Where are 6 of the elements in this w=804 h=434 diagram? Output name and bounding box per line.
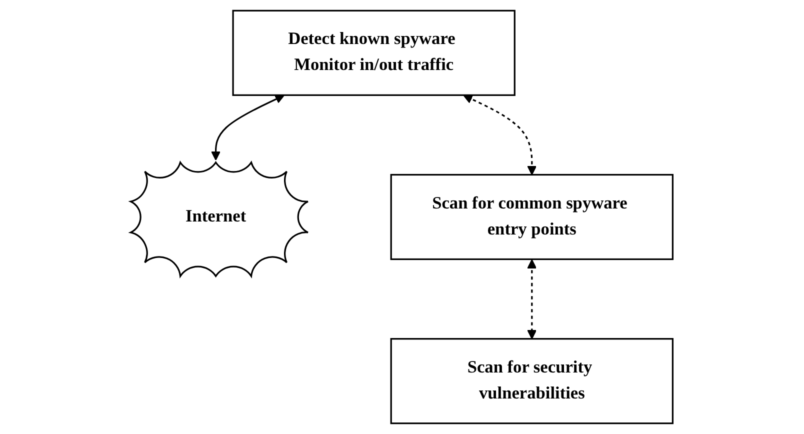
arrow (527, 259, 537, 340)
arrow (211, 94, 285, 161)
node-box: Detect known spyware Monitor in/out traffic (232, 10, 516, 96)
node-box: Scan for security vulnerabilities (390, 338, 674, 424)
node-box: Scan for common spyware entry points (390, 174, 674, 260)
arrow (463, 94, 537, 176)
